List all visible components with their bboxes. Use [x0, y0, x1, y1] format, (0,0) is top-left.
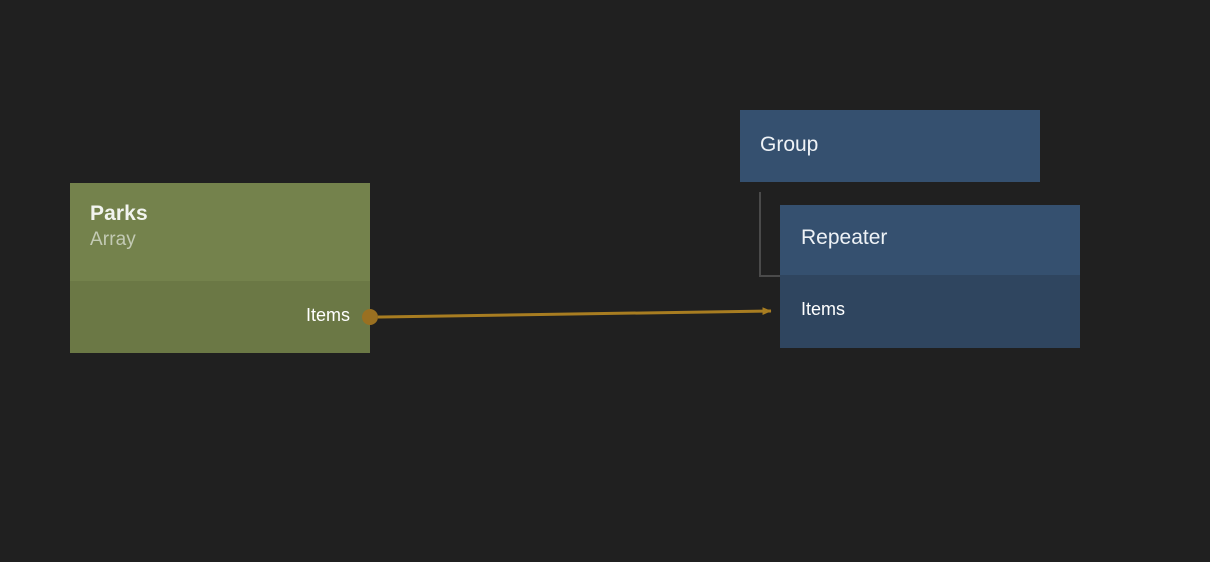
node-repeater-title: Repeater	[801, 226, 888, 249]
node-group[interactable]: Group	[740, 110, 1040, 182]
node-repeater-ports: Items	[780, 275, 1080, 348]
input-port-items-label[interactable]: Items	[801, 299, 846, 319]
output-port-items-dot[interactable]	[362, 309, 378, 325]
node-parks-ports: Items	[70, 281, 370, 353]
tree-branch-connector	[759, 192, 781, 277]
output-port-items-label[interactable]: Items	[305, 305, 350, 325]
node-group-title: Group	[760, 133, 819, 156]
node-parks-header: Parks Array	[70, 183, 370, 281]
node-repeater-header: Repeater	[780, 205, 1080, 275]
node-parks-subtitle: Array	[90, 229, 136, 250]
node-parks-title: Parks	[90, 202, 148, 225]
node-parks[interactable]: Parks Array Items	[70, 183, 370, 353]
node-repeater[interactable]: Repeater Items	[780, 205, 1080, 348]
connection-items-to-items[interactable]	[377, 307, 772, 319]
